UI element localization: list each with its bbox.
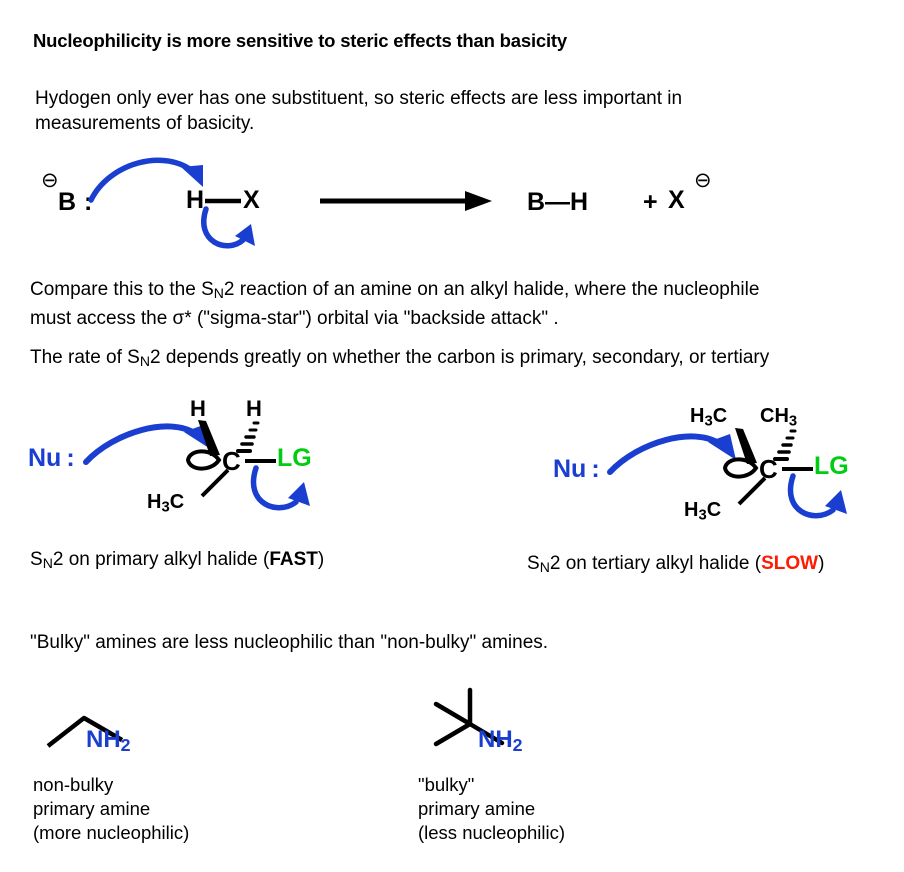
- primary-caption: SN2 on primary alkyl halide (FAST): [30, 549, 324, 571]
- primary-top-left-h: H: [190, 396, 206, 421]
- tertiary-tl-sub: 3: [704, 413, 713, 430]
- tertiary-nu-lone-pair: :: [591, 455, 600, 483]
- primary-methyl-c: C: [169, 491, 185, 513]
- rate-subscript-n: N: [139, 353, 150, 370]
- non-bulky-amine-formula: NH2: [86, 728, 131, 755]
- base-lone-pair: :: [84, 188, 93, 216]
- primary-caption-sub: N: [42, 555, 53, 572]
- page-title: Nucleophilicity is more sensitive to ste…: [33, 30, 567, 51]
- primary-caption-emphasis: FAST: [269, 549, 318, 570]
- hydrogen-label: H: [186, 186, 205, 214]
- tertiary-tr-sub: 3: [788, 413, 798, 430]
- tertiary-c-methyl-bond: [737, 476, 767, 506]
- tertiary-c-lg-bond: [782, 467, 813, 471]
- tertiary-caption-sub: N: [539, 559, 550, 576]
- tertiary-caption: SN2 on tertiary alkyl halide (SLOW): [527, 553, 824, 575]
- rate-paragraph: The rate of SN2 depends greatly on wheth…: [30, 345, 900, 374]
- tertiary-caption-text: 2 on tertiary alkyl halide (: [549, 553, 762, 574]
- primary-caption-s: S: [30, 549, 43, 570]
- tertiary-caption-emphasis: SLOW: [761, 553, 819, 574]
- non-bulky-sub: 2: [120, 734, 131, 755]
- compare-text-3: must access the σ* ("sigma-star") orbita…: [30, 308, 559, 330]
- tertiary-nu-text: Nu: [553, 455, 587, 483]
- primary-wedge-bond: [198, 420, 220, 456]
- tertiary-caption-close: ): [818, 553, 825, 574]
- primary-methyl-h: H: [147, 491, 162, 513]
- tertiary-leaving-group: LG: [814, 452, 849, 480]
- primary-hash-bond: [236, 421, 260, 453]
- tertiary-bottom-methyl: H3C: [684, 500, 721, 523]
- compare-text-1: Compare this to the S: [30, 279, 214, 300]
- tertiary-central-carbon: C: [759, 454, 778, 484]
- tertiary-nucleophile-label: Nu:: [553, 455, 600, 484]
- primary-lg-departure-arrow: [250, 465, 310, 511]
- primary-c-lg-bond: [245, 459, 276, 463]
- product-bh: B—H: [527, 188, 589, 216]
- product-halide-negative-charge-icon: ⊖: [694, 169, 712, 192]
- bulky-paragraph: "Bulky" amines are less nucleophilic tha…: [30, 632, 549, 653]
- primary-nu-text: Nu: [28, 444, 62, 472]
- bulky-sub: 2: [512, 734, 523, 755]
- primary-central-carbon: C: [222, 446, 241, 476]
- tertiary-lg-departure-arrow: [787, 473, 847, 519]
- tertiary-tl-c: C: [712, 405, 728, 427]
- halide-label: X: [243, 186, 260, 214]
- primary-nucleophile-label: Nu:: [28, 444, 75, 473]
- primary-leaving-group: LG: [277, 444, 312, 472]
- tertiary-top-right-methyl: CH3: [760, 406, 797, 429]
- primary-caption-close: ): [317, 549, 325, 570]
- tertiary-attack-arrow: [607, 433, 736, 475]
- rate-text-1: The rate of S: [30, 347, 140, 368]
- bulky-nh: NH: [478, 726, 513, 753]
- base-label: B: [58, 188, 77, 216]
- compare-paragraph: Compare this to the SN2 reaction of an a…: [30, 277, 890, 331]
- hx-bond: [205, 198, 241, 204]
- ethylamine-skeleton: [46, 715, 124, 748]
- primary-top-right-h: H: [246, 396, 262, 421]
- tertiary-bl-c: C: [706, 499, 722, 521]
- primary-orbital-lobe-icon: [185, 449, 222, 471]
- rate-text-2: 2 depends greatly on whether the carbon …: [150, 347, 770, 368]
- compare-text-2: 2 reaction of an amine on an alkyl halid…: [223, 279, 760, 300]
- primary-caption-text: 2 on primary alkyl halide (: [52, 549, 270, 570]
- base-negative-charge-icon: ⊖: [41, 169, 59, 192]
- non-bulky-amine-caption: non-bulky primary amine (more nucleophil…: [33, 774, 190, 843]
- primary-c-methyl-bond: [200, 468, 230, 498]
- product-halide: X: [668, 186, 685, 214]
- plus-sign: +: [643, 188, 658, 216]
- tertiary-tl-h: H: [690, 405, 705, 427]
- tert-butylamine-skeleton: [433, 687, 505, 747]
- curved-arrow-base-to-h: [88, 157, 203, 203]
- tertiary-orbital-lobe-icon: [722, 457, 759, 479]
- primary-methyl-sub: 3: [161, 499, 170, 516]
- tertiary-bl-h: H: [684, 499, 699, 521]
- tertiary-tr-c: CH: [760, 405, 789, 427]
- reaction-arrow: [320, 191, 492, 211]
- non-bulky-nh: NH: [86, 726, 121, 753]
- tertiary-top-left-methyl: H3C: [690, 406, 727, 429]
- primary-nu-lone-pair: :: [66, 444, 75, 472]
- tertiary-caption-s: S: [527, 553, 540, 574]
- tertiary-bl-sub: 3: [698, 507, 707, 524]
- tertiary-hash-bond: [773, 429, 797, 461]
- primary-methyl-label: H3C: [147, 492, 184, 515]
- bulky-amine-formula: NH2: [478, 728, 523, 755]
- intro-paragraph: Hydogen only ever has one substituent, s…: [35, 88, 683, 134]
- tertiary-wedge-bond: [735, 428, 757, 464]
- curved-arrow-hx-to-x: [201, 206, 255, 249]
- compare-subscript-n: N: [213, 285, 224, 302]
- bulky-amine-caption: "bulky" primary amine (less nucleophilic…: [418, 774, 566, 843]
